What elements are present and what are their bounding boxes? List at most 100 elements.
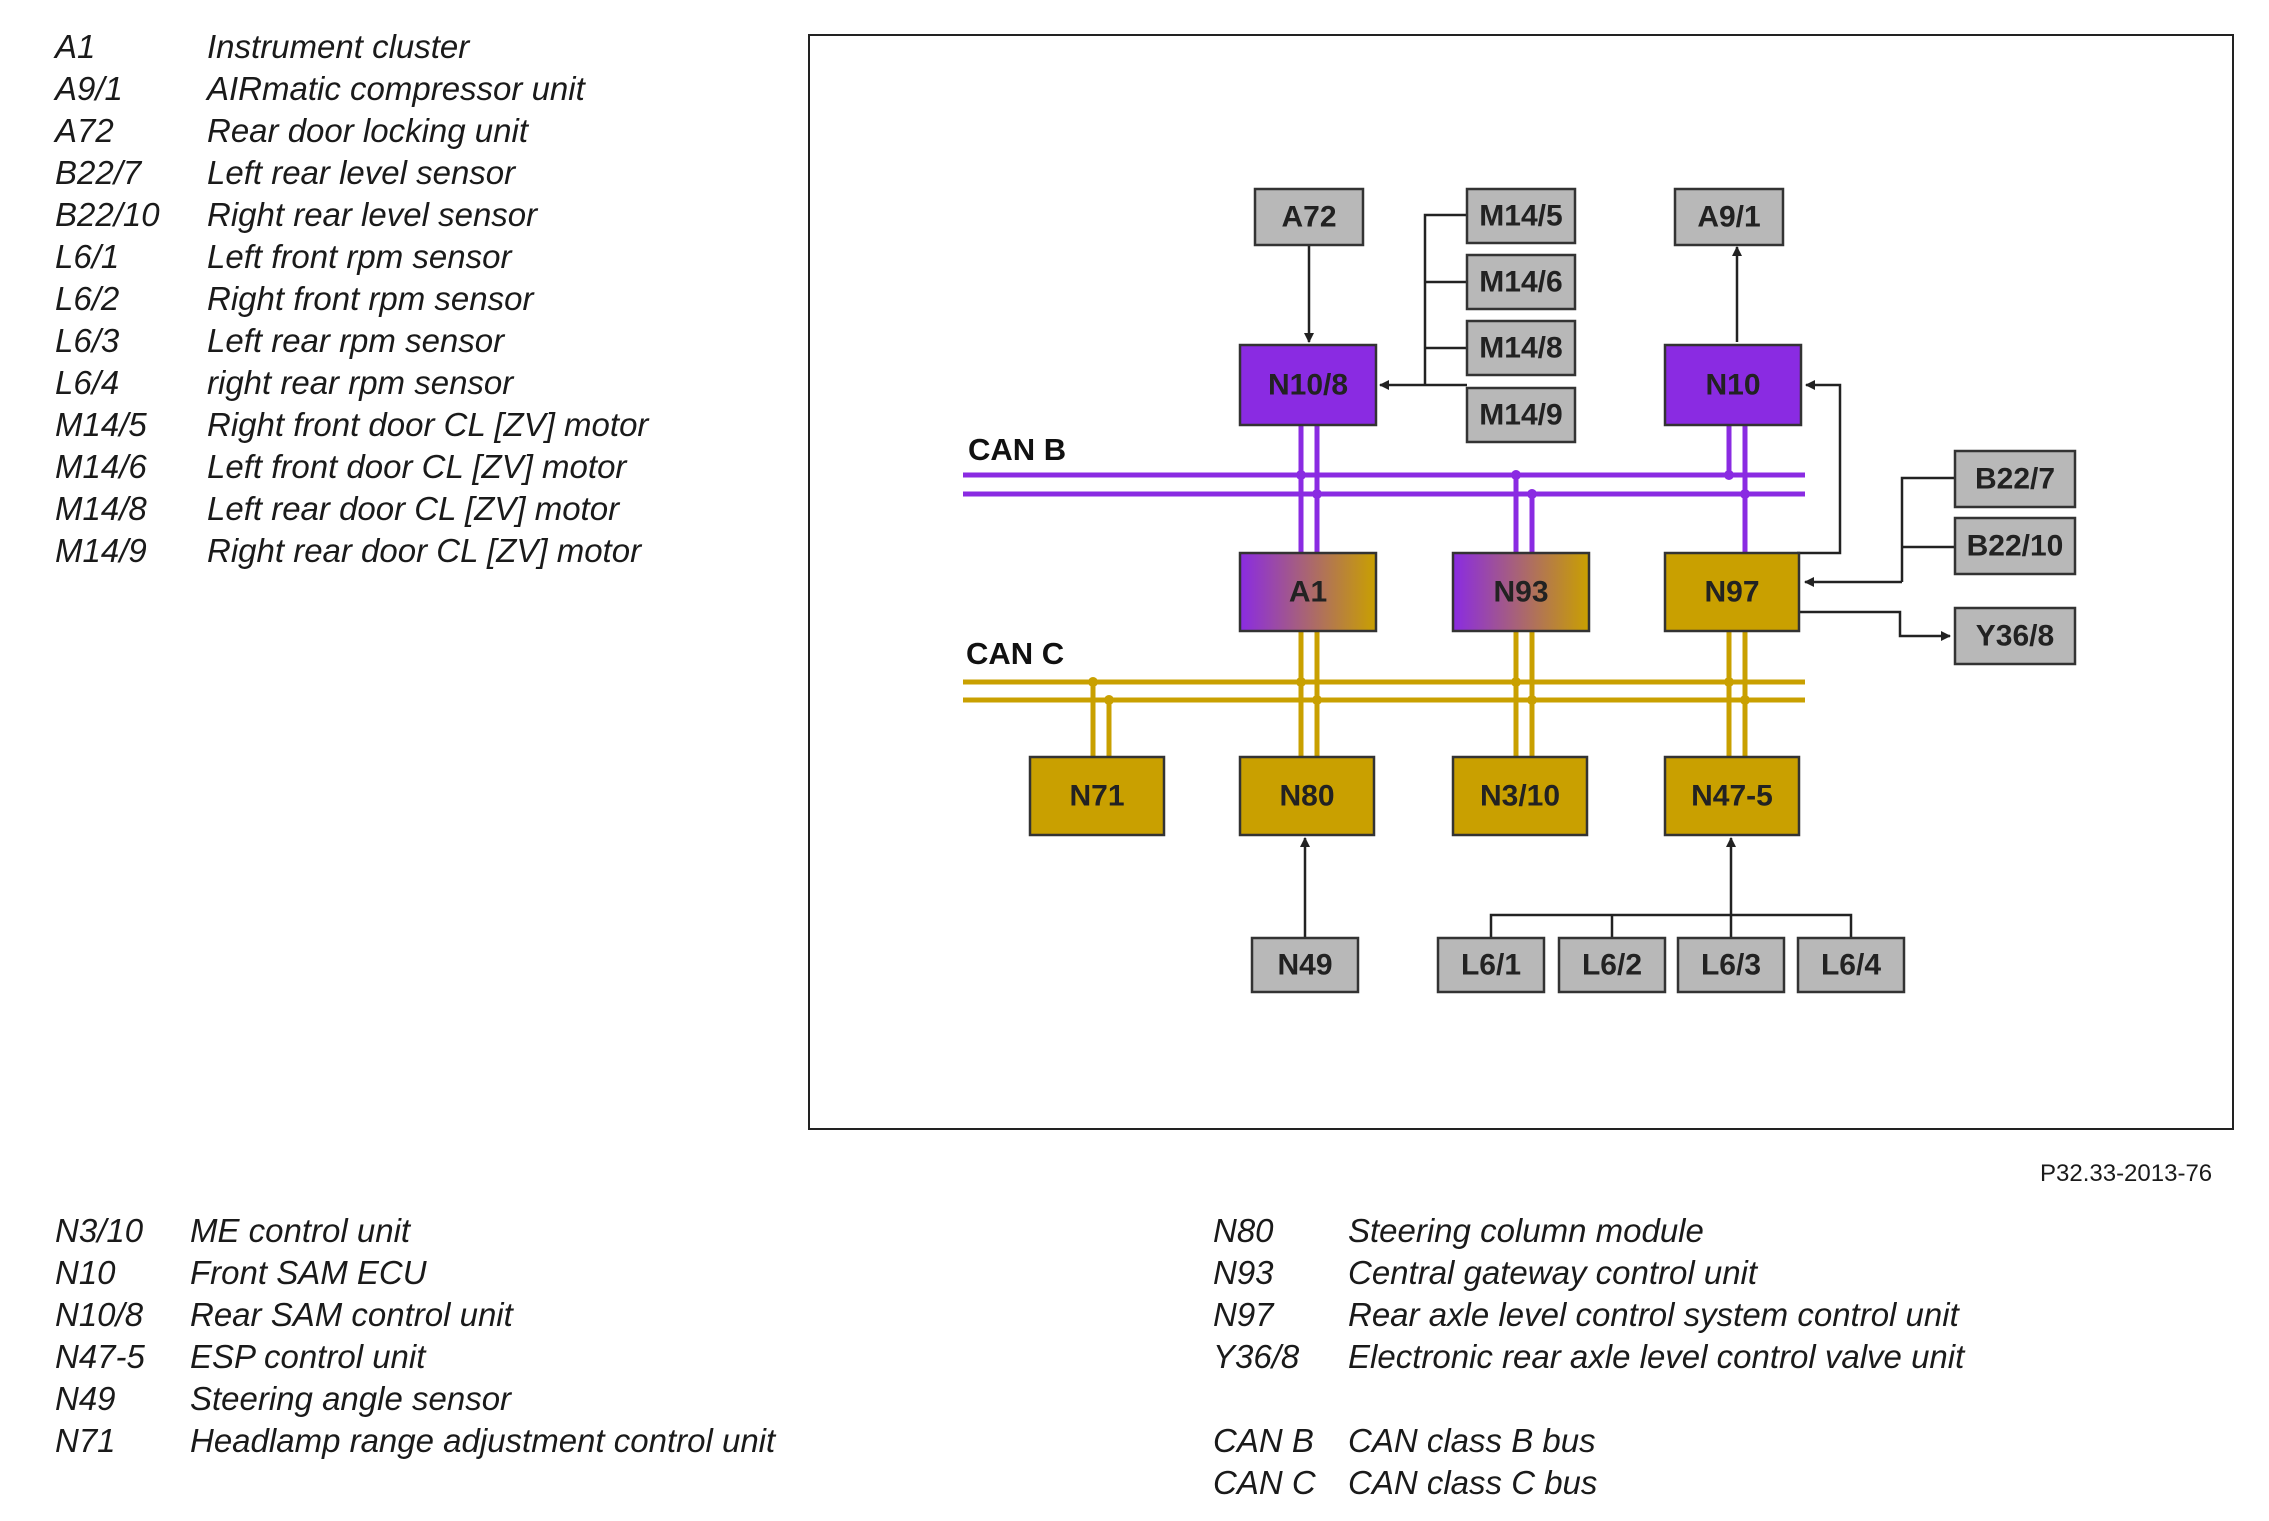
node-m14-6: M14/6 <box>1465 253 1577 311</box>
svg-text:Y36/8: Y36/8 <box>1976 620 2054 653</box>
svg-text:N71: N71 <box>1069 780 1124 813</box>
legend-code: CAN C <box>1213 1464 1316 1501</box>
legend-description: Instrument cluster <box>207 28 470 65</box>
legend-description: Left front door CL [ZV] motor <box>207 448 627 485</box>
diagram-frame <box>808 34 2234 1130</box>
can-b-label: CAN B <box>968 432 1066 467</box>
legend-code: N47-5 <box>55 1338 145 1375</box>
node-l6-1: L6/1 <box>1436 936 1546 994</box>
legend-description: Front SAM ECU <box>190 1254 427 1291</box>
svg-text:L6/4: L6/4 <box>1821 949 1881 982</box>
can-c-junctions <box>1088 677 1750 705</box>
legend-code: Y36/8 <box>1213 1338 1300 1375</box>
legend-code: L6/4 <box>55 364 120 401</box>
node-n97: N97 <box>1663 551 1801 633</box>
legend-entry: L6/4 right rear rpm sensor <box>55 362 775 404</box>
legend-description: CAN class C bus <box>1348 1464 1598 1501</box>
legend-code: M14/9 <box>55 532 147 569</box>
can-c-bus: CAN C <box>963 636 1805 703</box>
legend-description: Left rear rpm sensor <box>207 322 505 359</box>
legend-description: Rear door locking unit <box>207 112 529 149</box>
can-c-label: CAN C <box>966 636 1064 671</box>
node-l6-3: L6/3 <box>1676 936 1786 994</box>
node-l6-2: L6/2 <box>1557 936 1667 994</box>
svg-text:M14/9: M14/9 <box>1479 399 1562 432</box>
legend-code: A1 <box>55 28 96 65</box>
node-n49: N49 <box>1250 936 1360 994</box>
legend-code: N3/10 <box>55 1212 144 1249</box>
figure-reference: P32.33-2013-76 <box>2040 1160 2213 1187</box>
svg-text:N93: N93 <box>1493 576 1548 609</box>
legend-code: B22/10 <box>55 196 160 233</box>
svg-text:L6/1: L6/1 <box>1461 949 1521 982</box>
legend-code: N49 <box>55 1380 116 1417</box>
legend-description: Right rear door CL [ZV] motor <box>207 532 642 569</box>
svg-text:N47-5: N47-5 <box>1691 780 1773 813</box>
can-b-drops <box>1298 426 1748 553</box>
legend-code: A72 <box>55 112 114 149</box>
legend-code: N10/8 <box>55 1296 144 1333</box>
legend-description: Headlamp range adjustment control unit <box>190 1422 776 1459</box>
node-b22-10: B22/10 <box>1953 516 2077 576</box>
legend-entry: M14/8 Left rear door CL [ZV] motor <box>55 488 775 530</box>
legend-description: Left rear level sensor <box>207 154 516 191</box>
node-a1: A1 <box>1238 551 1378 633</box>
legend-code: N10 <box>55 1254 116 1291</box>
legend-description: ME control unit <box>190 1212 411 1249</box>
node-m14-9: M14/9 <box>1465 386 1577 444</box>
node-n71: N71 <box>1028 755 1166 837</box>
svg-text:A1: A1 <box>1289 576 1327 609</box>
signal-connectors <box>1300 213 1955 938</box>
legend-code: CAN B <box>1213 1422 1314 1459</box>
legend-code: L6/2 <box>55 280 120 317</box>
legend-code: N97 <box>1213 1296 1274 1333</box>
legend-code: N80 <box>1213 1212 1274 1249</box>
legend-description: AIRmatic compressor unit <box>207 70 585 107</box>
legend-entry: N10 Front SAM ECU <box>55 1252 855 1294</box>
node-l6-4: L6/4 <box>1796 936 1906 994</box>
legend-description: Left rear door CL [ZV] motor <box>207 490 620 527</box>
node-m14-5: M14/5 <box>1465 187 1577 245</box>
svg-text:N10/8: N10/8 <box>1268 369 1348 402</box>
legend-description: Steering column module <box>1348 1212 1704 1249</box>
legend-entry: A9/1 AIRmatic compressor unit <box>55 68 775 110</box>
node-n80: N80 <box>1238 755 1376 837</box>
node-n10: N10 <box>1663 343 1803 427</box>
legend-description: CAN class B bus <box>1348 1422 1596 1459</box>
svg-text:M14/6: M14/6 <box>1479 266 1562 299</box>
can-b-junctions <box>1296 470 1750 499</box>
svg-text:B22/7: B22/7 <box>1975 463 2055 496</box>
legend-entry: N3/10 ME control unit <box>55 1210 855 1252</box>
legend-entry: B22/10 Right rear level sensor <box>55 194 775 236</box>
node-a72: A72 <box>1253 187 1365 247</box>
svg-text:N3/10: N3/10 <box>1480 780 1560 813</box>
legend-entry: M14/9 Right rear door CL [ZV] motor <box>55 530 775 572</box>
svg-text:M14/5: M14/5 <box>1479 200 1562 233</box>
legend-entry: N80 Steering column module <box>1213 1210 2113 1252</box>
node-n3-10: N3/10 <box>1451 755 1589 837</box>
svg-text:N49: N49 <box>1277 949 1332 982</box>
legend-code: M14/8 <box>55 490 147 527</box>
svg-text:N97: N97 <box>1704 576 1759 609</box>
legend-description: Rear axle level control system control u… <box>1348 1296 1959 1333</box>
legend-entry: A1 Instrument cluster <box>55 26 775 68</box>
legend-description: right rear rpm sensor <box>207 364 514 401</box>
legend-entry: CAN C CAN class C bus <box>1213 1462 2113 1504</box>
can-b-bus: CAN B <box>963 432 1805 497</box>
legend-code: M14/5 <box>55 406 147 443</box>
legend-description: Right rear level sensor <box>207 196 538 233</box>
svg-text:A72: A72 <box>1281 201 1336 234</box>
svg-text:L6/3: L6/3 <box>1701 949 1761 982</box>
legend-code: A9/1 <box>55 70 123 107</box>
legend-description: Central gateway control unit <box>1348 1254 1758 1291</box>
